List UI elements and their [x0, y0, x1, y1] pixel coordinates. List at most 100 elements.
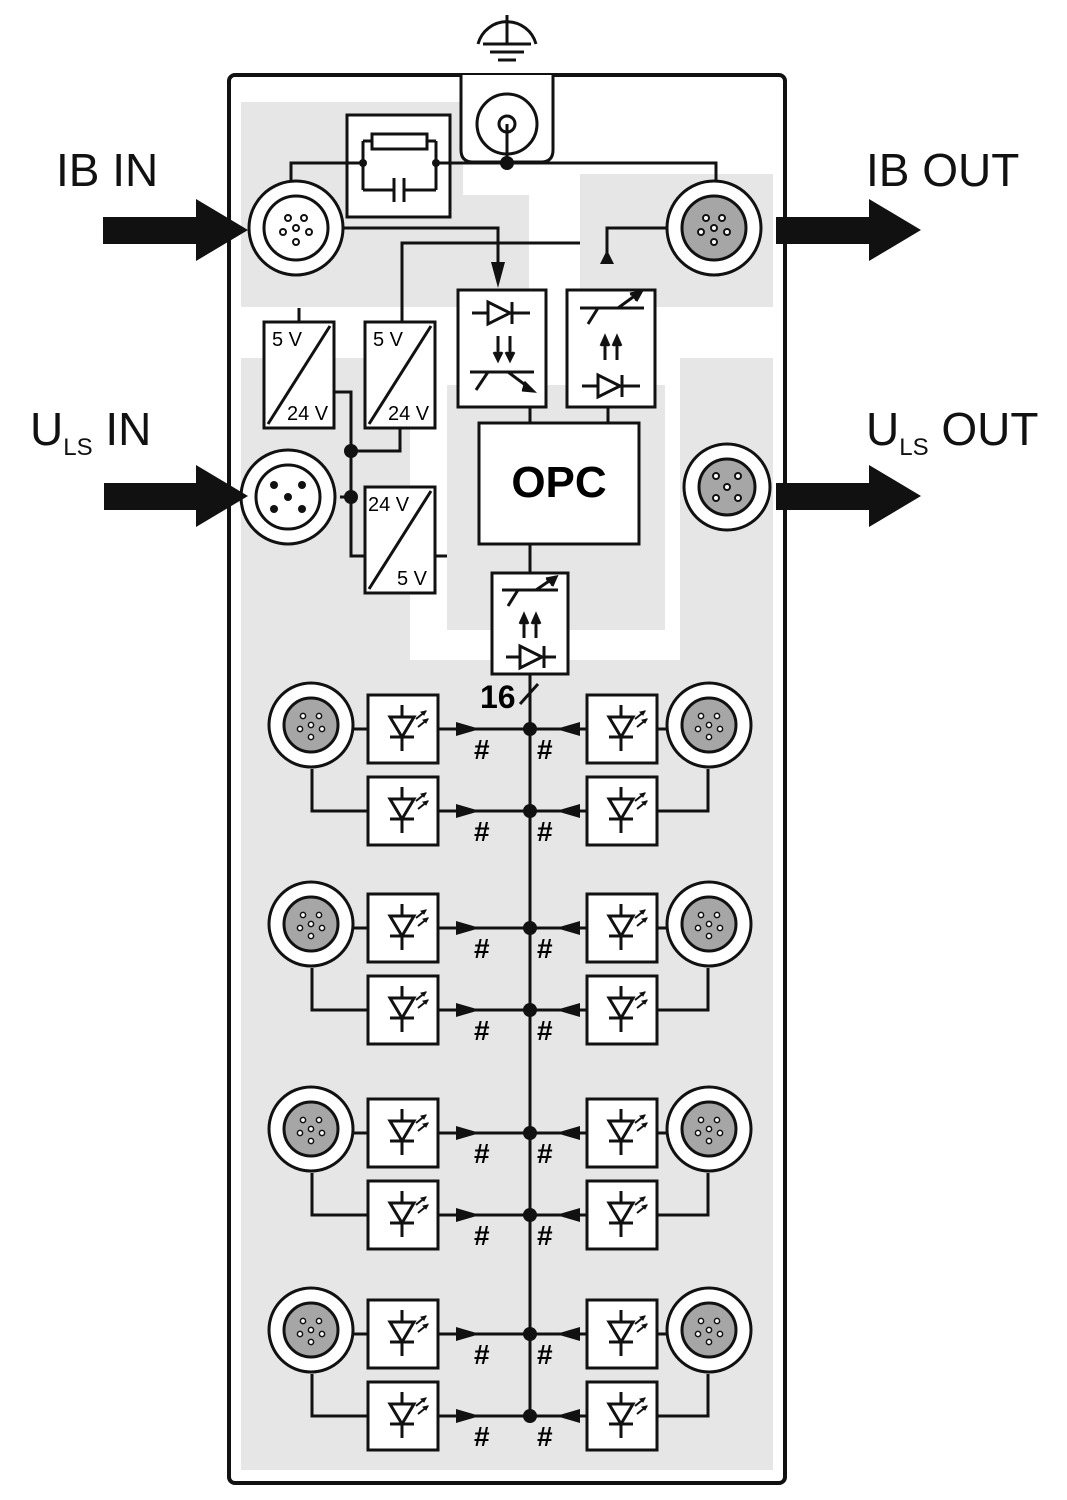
supply-wiring	[297, 308, 447, 558]
arrowhead	[600, 250, 614, 264]
bus-mark: #	[474, 816, 490, 847]
io-connector-right	[665, 681, 753, 769]
bus-node	[523, 1327, 537, 1341]
io-connector-left	[267, 681, 355, 769]
bus-tap-left: #	[438, 921, 530, 964]
bus-mark: #	[474, 1220, 490, 1251]
led-optocoupler-right	[585, 974, 659, 1046]
led-optocoupler-left	[366, 1097, 440, 1169]
bus-mark: #	[537, 816, 553, 847]
node	[500, 156, 514, 170]
wire	[310, 769, 368, 813]
node	[344, 490, 358, 504]
uls-out-connector	[682, 442, 772, 532]
node	[344, 444, 358, 458]
bus-node	[523, 1126, 537, 1140]
uls-out-label-rest: OUT	[928, 403, 1039, 455]
bus-tap-left: #	[438, 1126, 530, 1169]
io-connector-left	[267, 1085, 355, 1173]
bus-mark: #	[537, 734, 553, 765]
bus-mark: #	[474, 1421, 490, 1452]
bus-tap-left: #	[438, 1003, 530, 1046]
opc-block	[477, 421, 641, 546]
led-optocoupler-right	[585, 775, 659, 847]
io-groups: # # # # # # # # # # # # # # # #	[267, 681, 753, 1452]
io-group-4: # # # #	[267, 1286, 753, 1452]
bus-tap-left: #	[438, 1327, 530, 1370]
bus-mark: #	[537, 1220, 553, 1251]
bus-tap-right: #	[530, 1409, 587, 1452]
led-optocoupler-right	[585, 1298, 659, 1370]
bus-tap-right: #	[530, 804, 587, 847]
led-optocoupler-right	[585, 892, 659, 964]
wire	[657, 1173, 710, 1217]
wire	[657, 769, 710, 813]
bus-tap-left: #	[438, 722, 530, 765]
bus-mark: #	[537, 1138, 553, 1169]
uls-out-label: ULS OUT	[866, 406, 1038, 460]
bus-node	[523, 804, 537, 818]
opc-label: OPC	[511, 458, 606, 507]
converter-1-top: 5 V	[272, 329, 303, 351]
ib-in-connector	[247, 179, 345, 277]
ib-out-arrow	[776, 199, 921, 261]
led-optocoupler-left	[366, 1179, 440, 1251]
bus-node	[523, 722, 537, 736]
bus-tap-left: #	[438, 1208, 530, 1251]
io-connector-right	[665, 1085, 753, 1173]
uls-in-arrow	[104, 465, 248, 527]
optocoupler-io	[490, 571, 570, 676]
bus-mark: #	[474, 933, 490, 964]
ib-in-label: IB IN	[56, 144, 159, 196]
bus-mark: #	[474, 1015, 490, 1046]
bus-mark: #	[474, 734, 490, 765]
io-group-3: # # # #	[267, 1085, 753, 1251]
arrowhead	[491, 262, 505, 288]
io-group-2: # # # #	[267, 880, 753, 1046]
bus-width-label: 16	[480, 679, 516, 715]
converter-1: 5 V 24 V	[262, 320, 336, 430]
converter-3-top: 24 V	[368, 494, 410, 516]
led-optocoupler-left	[366, 892, 440, 964]
bus-node	[523, 921, 537, 935]
bus-mark: #	[474, 1138, 490, 1169]
led-optocoupler-left	[366, 775, 440, 847]
uls-out-label-main: U	[866, 403, 900, 455]
bus-mark: #	[474, 1339, 490, 1370]
optocoupler-bus-out	[565, 288, 657, 409]
bus-mark: #	[537, 1015, 553, 1046]
optocoupler-bus-in	[456, 288, 548, 409]
ib-in-arrow	[103, 199, 248, 261]
bus-mark: #	[537, 1421, 553, 1452]
bus-node	[523, 1208, 537, 1222]
led-optocoupler-left	[366, 693, 440, 765]
bus-node	[523, 1003, 537, 1017]
led-optocoupler-right	[585, 1179, 659, 1251]
bus-mark: #	[537, 1339, 553, 1370]
bus-tap-right: #	[530, 1208, 587, 1251]
ib-out-label: IB OUT	[866, 144, 1020, 196]
converter-3: 24 V 5 V	[363, 485, 437, 595]
ground-icon	[476, 15, 538, 62]
converter-2: 5 V 24 V	[363, 320, 437, 430]
wire	[657, 1374, 710, 1418]
led-optocoupler-left	[366, 974, 440, 1046]
led-optocoupler-right	[585, 1380, 659, 1452]
uls-in-connector	[239, 448, 337, 546]
ib-out-connector	[665, 179, 763, 277]
io-connector-right	[665, 1286, 753, 1374]
io-connector-left	[267, 1286, 355, 1374]
led-optocoupler-right	[585, 1097, 659, 1169]
io-connector-left	[267, 880, 355, 968]
wire	[310, 1374, 368, 1418]
bus-tap-left: #	[438, 804, 530, 847]
wire	[310, 1173, 368, 1217]
converter-1-bottom: 24 V	[287, 403, 329, 425]
bus-mark: #	[537, 933, 553, 964]
bus-tap-right: #	[530, 1126, 587, 1169]
bus-tap-right: #	[530, 1003, 587, 1046]
uls-in-label-rest: IN	[92, 403, 152, 455]
uls-out-arrow	[776, 465, 921, 527]
converter-3-bottom: 5 V	[397, 568, 428, 590]
uls-in-label: ULS IN	[30, 406, 151, 460]
